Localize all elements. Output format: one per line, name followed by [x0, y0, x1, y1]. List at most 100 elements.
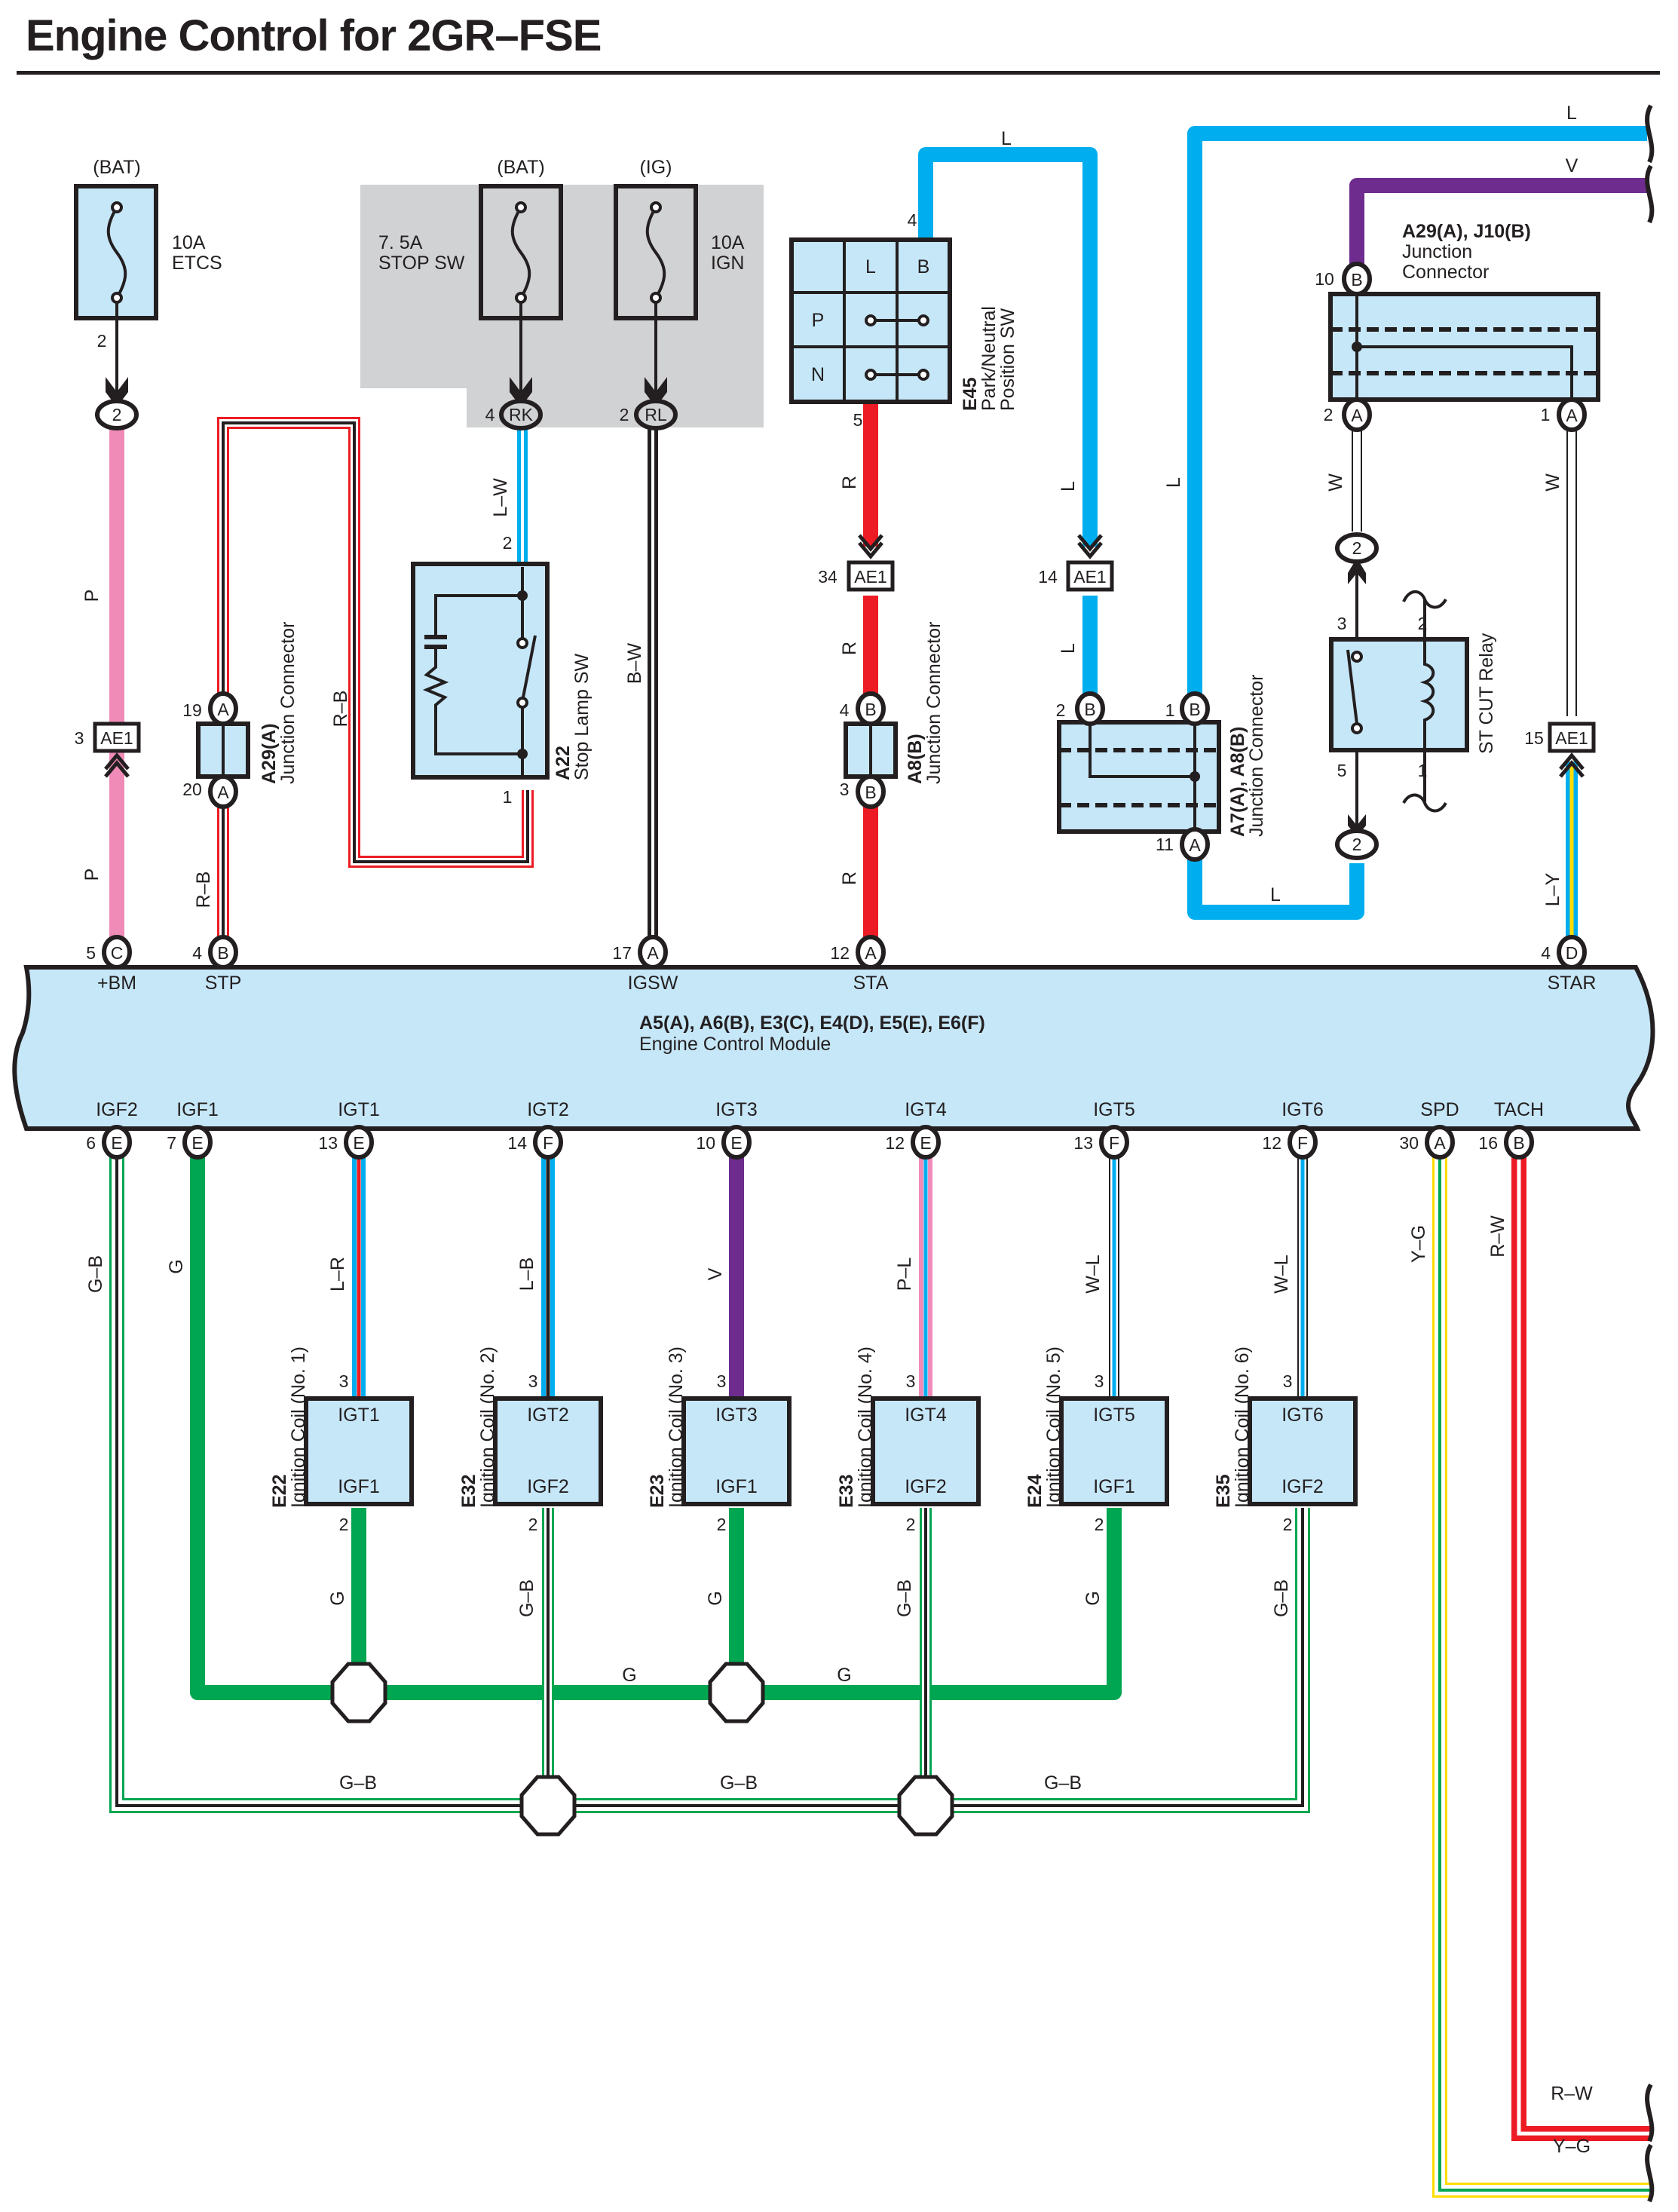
ecm-terminal-name: STP — [205, 973, 242, 994]
component-name: Junction Connector — [277, 622, 299, 784]
component-id: E33 — [836, 1475, 857, 1508]
coil-terminal-top: IGT1 — [338, 1405, 380, 1426]
coil-terminal-top: IGT6 — [1281, 1405, 1324, 1426]
pin-connector: E7 — [167, 1125, 213, 1160]
ecm-terminal-name: IGT1 — [338, 1099, 380, 1120]
wire-label: V — [705, 1267, 726, 1280]
pin-letter: A — [1566, 406, 1578, 425]
component-name: Ignition Coil (No. 5) — [1043, 1347, 1064, 1508]
pin-connector: F14 — [507, 1125, 563, 1160]
connector-label: AE1 — [854, 567, 886, 587]
pin-letter: A — [1434, 1133, 1446, 1153]
ecm-terminal-name: STA — [853, 973, 889, 994]
wire-label: G — [622, 1665, 636, 1686]
ecm-terminal-name: IGT6 — [1281, 1099, 1324, 1120]
pin-number: 6 — [86, 1133, 96, 1153]
switch-col-label: B — [917, 256, 930, 277]
pin-letter: E — [730, 1133, 742, 1153]
component-id: A8(B) — [905, 734, 926, 784]
component-name: Junction — [1402, 241, 1472, 262]
inline-connectors-ae1 — [93, 534, 1596, 778]
pin-letter: D — [1566, 943, 1578, 963]
pin-number: 34 — [818, 567, 837, 587]
coil-terminal-top: IGT4 — [905, 1405, 947, 1426]
pin-letter: C — [111, 943, 124, 963]
pin-connector: A17 — [612, 935, 668, 970]
splice-point — [330, 1662, 387, 1723]
component-name: Position SW — [997, 308, 1018, 411]
pin-number: 2 — [1056, 700, 1066, 720]
wire-V-j10 — [1349, 178, 1647, 264]
pin-number: 3 — [906, 1371, 916, 1391]
ecm-terminal-name: IGSW — [628, 973, 678, 994]
pin-number: 30 — [1399, 1133, 1419, 1153]
wire-label: Y–G — [1553, 2136, 1591, 2157]
pin-number: 2 — [620, 405, 629, 424]
wire — [1297, 1157, 1308, 1399]
wire-label: G–B — [516, 1579, 537, 1617]
pin-number: 2 — [528, 1515, 538, 1534]
pin-number: 2 — [717, 1515, 727, 1534]
pin-number: 5 — [1337, 761, 1347, 780]
coil-terminal-top: IGT2 — [527, 1405, 569, 1426]
pin-number: 3 — [528, 1371, 538, 1391]
wire-label: G — [1082, 1591, 1104, 1605]
junction-connector-a29a — [196, 722, 250, 779]
junction-connector-a7a-a8b — [1057, 720, 1221, 834]
pin-number: 4 — [1541, 943, 1551, 963]
component-name: Park/Neutral — [978, 306, 1000, 411]
connector-label: RK — [509, 405, 534, 424]
component-id: A29(A) — [259, 723, 280, 784]
fuse-rating: 10A — [172, 232, 206, 253]
wire-label: R — [839, 476, 860, 489]
pin-connector: B — [856, 774, 886, 809]
component-id: E24 — [1024, 1474, 1046, 1508]
component-id: E22 — [269, 1475, 290, 1508]
pin-number: 7 — [167, 1133, 176, 1153]
pin-connector: A — [1180, 827, 1210, 862]
fuse-ign — [614, 184, 698, 392]
wires — [109, 126, 1647, 939]
wire-label: R–B — [193, 872, 214, 908]
wire-label: P — [81, 869, 103, 881]
pin-letter: B — [1351, 270, 1362, 290]
pin-letter: E — [191, 1133, 203, 1153]
pin-number: 5 — [86, 943, 96, 963]
component-name: Stop Lamp SW — [571, 653, 593, 780]
pin-number: 10 — [696, 1133, 715, 1153]
wire-label: G–B — [339, 1772, 377, 1794]
engine-control-module — [12, 965, 1655, 1131]
fuse-etcs — [74, 184, 158, 392]
pin-connector: D4 — [1541, 935, 1587, 970]
pin-connector: A12 — [830, 935, 886, 970]
wire-label: G–B — [720, 1772, 758, 1794]
wire-label: G — [327, 1591, 348, 1605]
fuse-rating: 7. 5A — [378, 232, 423, 253]
pin-letter: F — [543, 1133, 553, 1153]
pin-letter: B — [1513, 1133, 1524, 1153]
pin-number: 3 — [840, 780, 850, 799]
wire-L-main — [1187, 126, 1647, 705]
wire — [541, 1157, 555, 1399]
pin-number: 2 — [503, 533, 513, 553]
chevron-down-icon — [858, 534, 883, 559]
connector-label: AE1 — [1555, 728, 1588, 748]
component-name: Ignition Coil (No. 1) — [288, 1347, 309, 1508]
pin-number: 13 — [318, 1133, 338, 1153]
ecm-terminal-name: SPD — [1420, 1099, 1459, 1120]
component-name: Junction Connector — [1246, 675, 1267, 837]
wire — [190, 1157, 1122, 1700]
fuse-rating: 10A — [711, 232, 745, 253]
splice-point — [708, 1662, 765, 1723]
ecm-terminal-name: +BM — [97, 973, 136, 994]
wire-label: Y–G — [1408, 1225, 1429, 1263]
ecm-name: Engine Control Module — [639, 1034, 831, 1055]
chevron-down-icon — [1077, 534, 1103, 559]
wire-label: L — [1001, 128, 1012, 149]
pin-number: 12 — [1262, 1133, 1281, 1153]
pin-connector: A — [208, 774, 238, 809]
wire-label: G — [705, 1591, 726, 1605]
